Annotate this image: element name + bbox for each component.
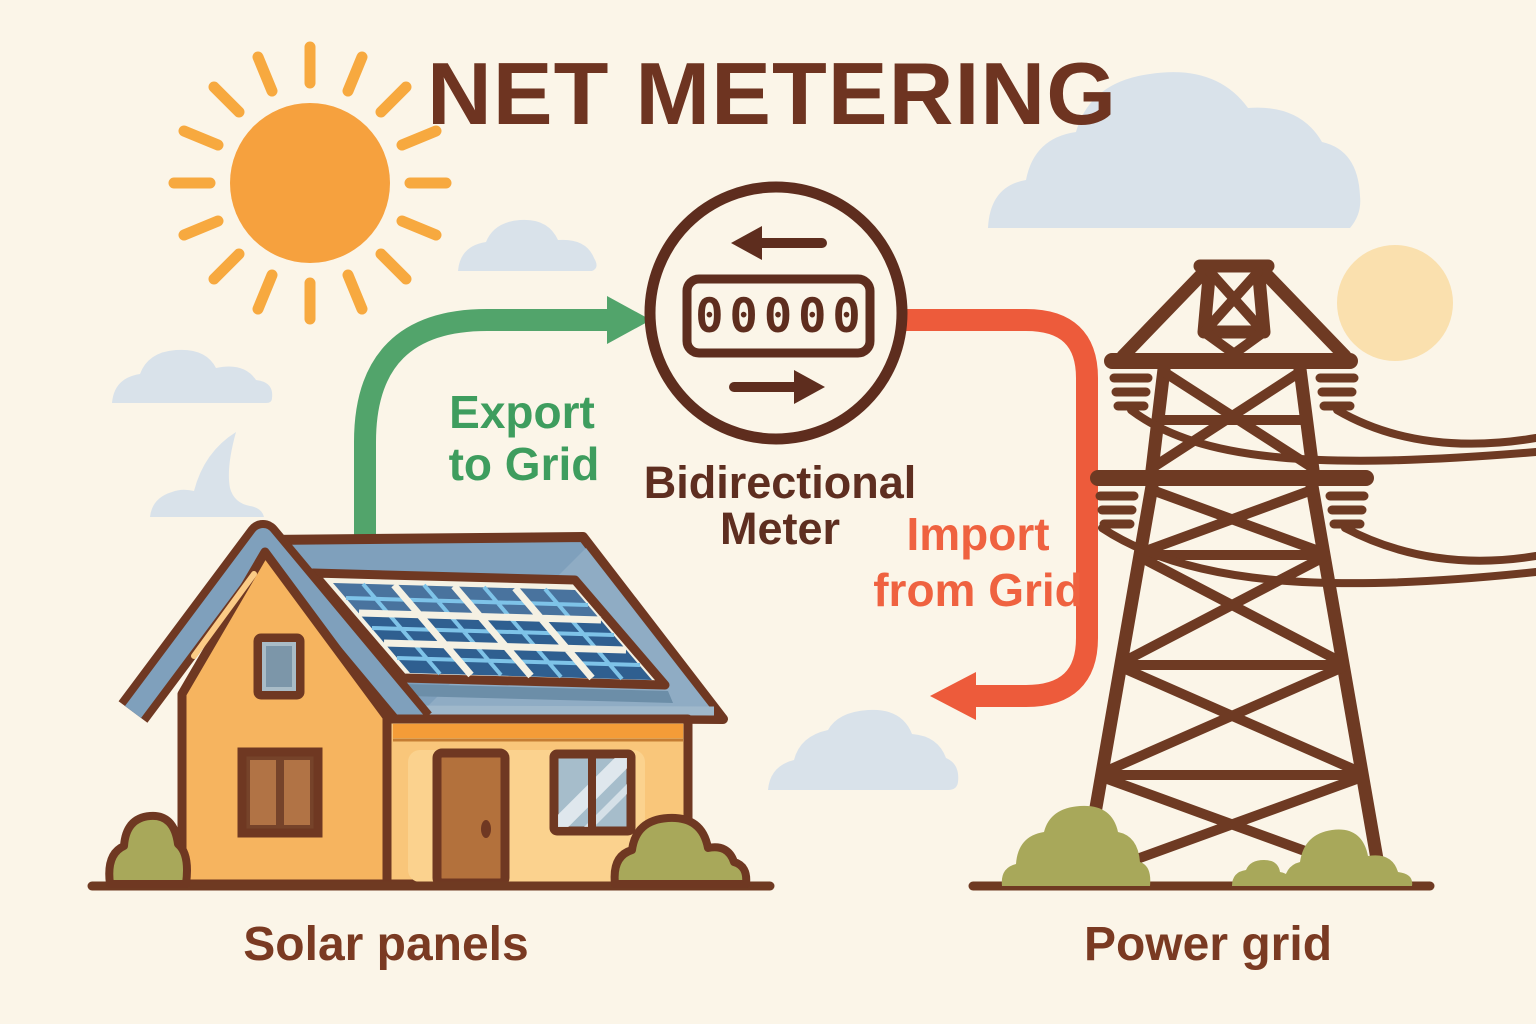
shutter-window — [237, 747, 323, 838]
tower-crossarms — [1090, 353, 1374, 486]
attic-window-glass — [253, 633, 305, 700]
bush-house-right — [610, 813, 751, 888]
gable-roof-surface — [124, 528, 426, 731]
door-knob — [481, 820, 491, 838]
import-arrow — [900, 309, 1098, 720]
sun-disc — [230, 103, 390, 263]
page-title: NET METERING — [427, 44, 1117, 143]
shutter-right-panel — [284, 760, 310, 825]
cloud-top-right — [988, 72, 1361, 228]
caption-solar-panels: Solar panels — [243, 918, 528, 971]
export-label-line1: Export — [449, 386, 595, 438]
attic-window — [253, 633, 305, 700]
meter-label-line2: Meter — [720, 503, 840, 554]
cloud-left — [112, 349, 273, 403]
export-arrow — [354, 296, 651, 542]
meter-display — [682, 274, 875, 358]
power-lines — [1098, 406, 1536, 588]
clouds-group — [112, 72, 1361, 790]
cloud-crescent — [150, 432, 264, 517]
label-bidirectional-meter: Bidirectional Meter — [644, 457, 917, 554]
export-arrowhead — [607, 296, 651, 344]
bush-tower-right — [1284, 829, 1413, 886]
meter-label-line1: Bidirectional — [644, 457, 917, 508]
gable-wall-highlight — [191, 571, 257, 659]
left-arrow-icon — [731, 226, 827, 260]
bushes-group — [105, 805, 1413, 888]
cloud-small-mid — [458, 219, 597, 271]
bush-house-left — [105, 811, 191, 888]
export-arrow-shaft — [354, 309, 607, 542]
attic-window-inner-border — [262, 642, 296, 691]
label-import-from-grid: Import from Grid — [873, 508, 1083, 616]
front-wall-eave-strip — [393, 724, 683, 738]
shutter-left-panel — [250, 760, 276, 825]
meter-reading: 00000 — [695, 289, 866, 344]
export-label-line2: to Grid — [449, 438, 600, 490]
import-arrowhead — [930, 672, 976, 720]
gable-roof — [118, 520, 432, 736]
solar-panel-major-grid-lines — [358, 582, 627, 681]
import-label-line2: from Grid — [873, 564, 1083, 616]
right-arrow-head — [794, 370, 825, 404]
bush-tower-small — [1232, 860, 1292, 886]
panel-shadow-strip — [403, 684, 673, 703]
roof-fascia-highlight — [397, 705, 715, 716]
left-arrow-head — [731, 226, 762, 260]
right-arrow-icon — [729, 370, 825, 404]
cloud-below-meter — [768, 709, 959, 790]
import-arrow-shaft — [900, 309, 1098, 707]
label-export-to-grid: Export to Grid — [449, 386, 600, 490]
sun-icon — [168, 41, 452, 325]
front-door — [432, 748, 510, 888]
pale-sun-icon — [1337, 245, 1453, 361]
door-panel — [432, 748, 510, 888]
tower-braces — [1080, 267, 1384, 883]
sun-rays — [168, 41, 452, 325]
solar-panel — [308, 568, 670, 690]
caption-power-grid: Power grid — [1084, 918, 1332, 971]
import-label-line1: Import — [906, 508, 1049, 560]
transmission-tower-icon — [1076, 259, 1536, 889]
front-window — [549, 749, 636, 836]
bidirectional-meter-icon: 00000 — [644, 181, 908, 445]
house-with-solar-panels — [118, 520, 728, 889]
bush-tower-left — [1001, 805, 1151, 886]
